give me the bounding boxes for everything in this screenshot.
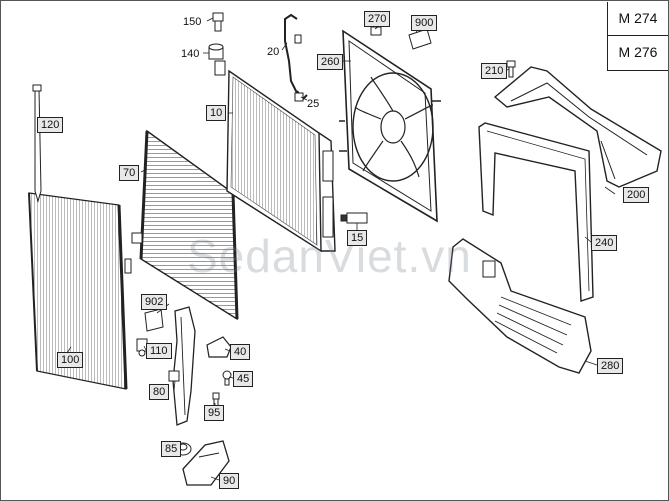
cooler-70: [131, 129, 239, 321]
callout-100: 100: [57, 352, 84, 368]
callout-15: 15: [347, 230, 368, 246]
callout-150: 150: [183, 16, 202, 28]
model-code-box: M 274 M 276: [607, 2, 668, 71]
watermark: SedanViet.vn: [187, 230, 472, 282]
model-code-m274: M 274: [618, 10, 658, 26]
bolt-45: [222, 370, 232, 386]
callout-902: 902: [141, 294, 168, 310]
mount-40: [206, 336, 232, 358]
callout-95: 95: [204, 405, 225, 421]
callout-260: 260: [317, 54, 344, 70]
bracket-90: [182, 440, 230, 486]
callout-80: 80: [149, 384, 170, 400]
fitting-150: [212, 12, 224, 32]
callout-40: 40: [230, 344, 251, 360]
part-270: [370, 26, 382, 36]
sensor-15: [340, 212, 368, 224]
model-code-m276: M 276: [608, 35, 668, 69]
radiator-10: [214, 60, 336, 253]
callout-110: 110: [146, 343, 172, 359]
air-duct-240: [478, 122, 594, 302]
callout-240: 240: [591, 235, 618, 251]
fitting-140: [208, 43, 224, 60]
air-guide-280: [448, 238, 592, 374]
part-900: [408, 28, 432, 50]
callout-280: 280: [597, 358, 624, 374]
bolt-210: [506, 60, 516, 78]
connector-110: [136, 338, 148, 357]
callout-85: 85: [161, 441, 182, 457]
callout-900: 900: [411, 15, 438, 31]
cross-member-200: [493, 66, 662, 188]
fan-shroud-260: [339, 29, 441, 223]
callout-200: 200: [623, 187, 650, 203]
callout-210: 210: [481, 63, 508, 79]
callout-45: 45: [233, 371, 254, 387]
callout-270: 270: [364, 11, 391, 27]
condenser-100: [28, 192, 132, 390]
hose-20: [284, 13, 308, 101]
callout-20: 20: [267, 46, 280, 58]
rod-120: [32, 84, 42, 203]
callout-120: 120: [37, 117, 64, 133]
clip-25: [294, 92, 304, 102]
callout-140: 140: [181, 48, 200, 60]
callout-70: 70: [119, 165, 140, 181]
callout-25: 25: [307, 98, 320, 110]
callout-90: 90: [219, 473, 240, 489]
foam-902: [144, 308, 164, 332]
callout-10: 10: [206, 105, 227, 121]
bracket-80: [168, 306, 196, 426]
